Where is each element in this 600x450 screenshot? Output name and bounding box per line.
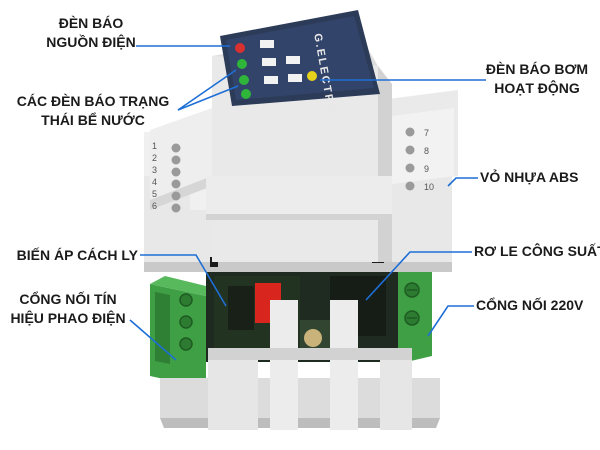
label-transformer: BIẾN ÁP CÁCH LY bbox=[16, 247, 138, 263]
label-tank-indicators: CÁC ĐÈN BÁO TRẠNG THÁI BỂ NƯỚC bbox=[16, 93, 170, 128]
left-terminal-block bbox=[150, 276, 214, 388]
leader-signal bbox=[129, 319, 177, 361]
abs-case bbox=[144, 32, 458, 430]
leader-relay bbox=[365, 251, 472, 301]
right-terminal-holes bbox=[405, 127, 415, 191]
label-pump-indicator: ĐÈN BÁO BƠM HOẠT ĐỘNG bbox=[485, 61, 589, 96]
left-terminal-holes bbox=[171, 143, 181, 213]
leader-220v bbox=[427, 305, 474, 337]
label-power-relay: RƠ LE CÔNG SUẤT bbox=[474, 243, 600, 259]
label-power-indicator: ĐÈN BÁO NGUỒN ĐIỆN bbox=[46, 15, 136, 50]
leader-transformer bbox=[140, 254, 227, 307]
tank-full-led bbox=[237, 59, 247, 69]
tank-mid-led bbox=[239, 75, 249, 85]
label-220v-port: CỔNG NỐI 220V bbox=[476, 297, 584, 313]
leader-tank-1 bbox=[177, 69, 237, 111]
tank-low-led bbox=[241, 89, 251, 99]
leader-abs bbox=[447, 177, 478, 187]
label-abs-case: VỎ NHỰA ABS bbox=[480, 169, 579, 185]
leader-tank-2 bbox=[177, 85, 239, 111]
left-terminal-numbers: 1 2 3 4 5 6 bbox=[152, 141, 158, 211]
pump-led bbox=[307, 71, 317, 81]
label-signal-port: CỔNG NỐI TÍN HIỆU PHAO ĐIỆN bbox=[10, 291, 126, 326]
control-panel bbox=[220, 10, 380, 106]
power-led bbox=[235, 43, 245, 53]
right-terminal-numbers: 7 8 9 10 bbox=[424, 128, 435, 192]
